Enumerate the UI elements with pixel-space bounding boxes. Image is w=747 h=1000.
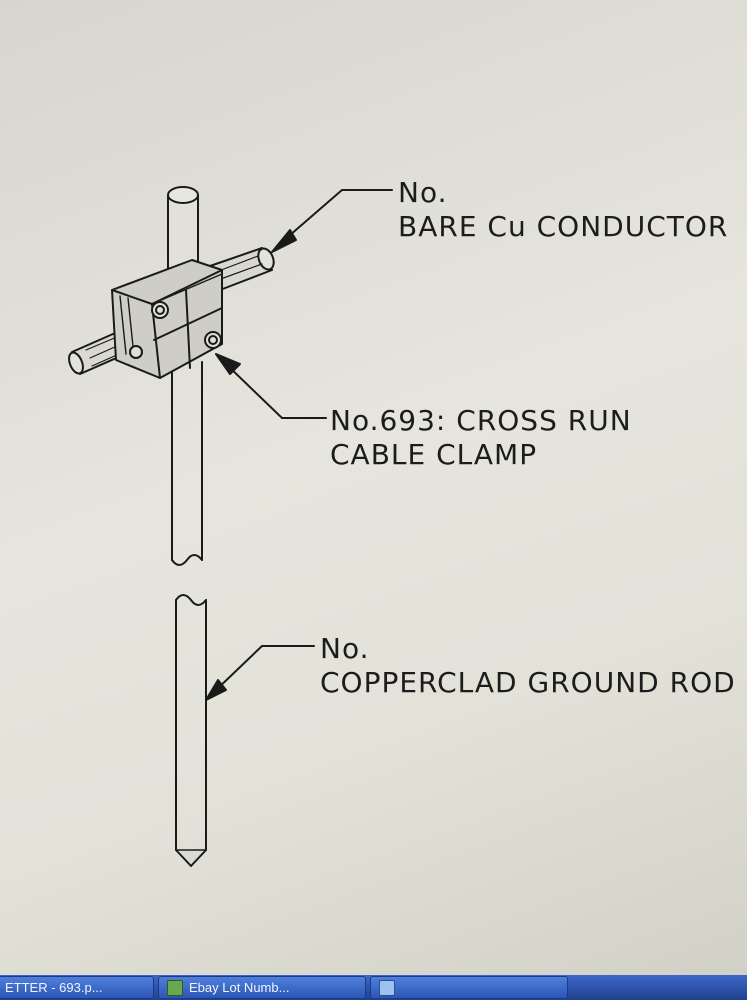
clamp-leader-arrow [215, 353, 327, 419]
taskbar-item-window[interactable] [370, 976, 568, 999]
rod-leader-arrow [205, 645, 315, 701]
ground-rod-clamp-diagram [68, 186, 393, 867]
ground-rod-upper-segment [171, 361, 203, 566]
rod-description: COPPERCLAD GROUND ROD [320, 666, 736, 699]
clamp-description: CABLE CLAMP [330, 438, 538, 471]
conductor-number: No. [398, 176, 448, 209]
window-icon [379, 979, 395, 996]
taskbar: ETTER - 693.p... Ebay Lot Numb... [0, 975, 747, 1000]
ground-rod-lower-segment [175, 594, 207, 867]
clamp-number: No.693: CROSS RUN [330, 404, 632, 437]
conductor-leader-arrow [271, 189, 393, 253]
taskbar-item-label: ETTER - 693.p... [5, 980, 103, 995]
taskbar-item-label: Ebay Lot Numb... [189, 980, 290, 995]
taskbar-item-pdf[interactable]: ETTER - 693.p... [0, 976, 154, 999]
conductor-label: No. BARE Cu CONDUCTOR [398, 176, 728, 244]
rod-number: No. [320, 632, 370, 665]
spreadsheet-icon [167, 979, 183, 996]
rod-label: No. COPPERCLAD GROUND ROD [320, 632, 736, 700]
conductor-description: BARE Cu CONDUCTOR [398, 210, 729, 243]
monitor-screen: No. BARE Cu CONDUCTOR No.693: CROSS RUN … [0, 0, 747, 975]
taskbar-item-spreadsheet[interactable]: Ebay Lot Numb... [158, 976, 366, 999]
cross-run-cable-clamp [111, 259, 223, 379]
clamp-label: No.693: CROSS RUN CABLE CLAMP [330, 404, 632, 472]
